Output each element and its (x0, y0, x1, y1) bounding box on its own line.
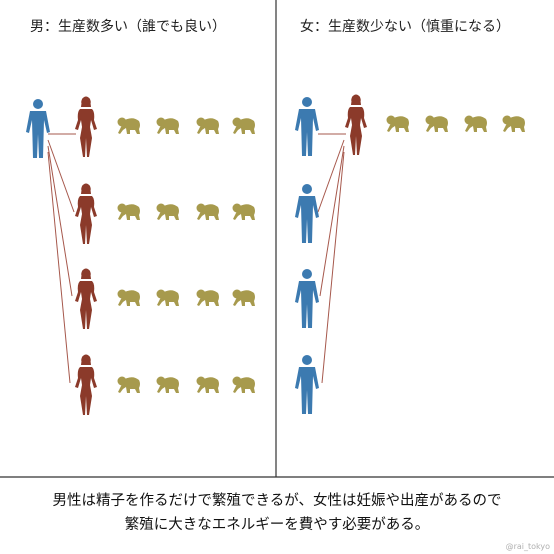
man-icon (295, 355, 319, 414)
baby-icon (117, 117, 140, 134)
baby-icon (117, 203, 140, 220)
baby-icon (117, 376, 140, 393)
man-icon (295, 97, 319, 156)
baby-icon (464, 115, 487, 132)
woman-icon (75, 183, 97, 244)
man-icon (295, 269, 319, 328)
baby-icon (156, 376, 179, 393)
baby-icon (232, 203, 255, 220)
woman-icon (75, 96, 97, 157)
baby-icon (502, 115, 525, 132)
baby-icon (156, 289, 179, 306)
baby-icon (386, 115, 409, 132)
baby-icon (196, 203, 219, 220)
woman-icon (345, 94, 367, 155)
baby-icon (196, 376, 219, 393)
baby-icon (156, 203, 179, 220)
mating-lines-right (317, 133, 346, 384)
baby-icon (196, 117, 219, 134)
right-panel (295, 94, 525, 414)
man-icon (26, 99, 50, 158)
mating-lines-left (47, 133, 76, 384)
woman-icon (75, 354, 97, 415)
caption-line-1: 男性は精子を作るだけで繁殖できるが、女性は妊娠や出産があるので (52, 493, 502, 509)
left-panel (26, 96, 255, 415)
baby-icon (232, 376, 255, 393)
baby-icon (425, 115, 448, 132)
caption-line-2: 繁殖に大きなエネルギーを費やす必要がある。 (124, 517, 430, 533)
baby-icon (117, 289, 140, 306)
baby-icon (156, 117, 179, 134)
man-icon (295, 184, 319, 243)
baby-icon (196, 289, 219, 306)
woman-icon (75, 268, 97, 329)
left-panel-title: 男：生産数多い（誰でも良い） (30, 19, 226, 35)
baby-icon (232, 289, 255, 306)
baby-icon (232, 117, 255, 134)
credit-watermark: @rai_tokyo (505, 542, 550, 551)
right-panel-title: 女：生産数少ない（慎重になる） (300, 19, 510, 35)
